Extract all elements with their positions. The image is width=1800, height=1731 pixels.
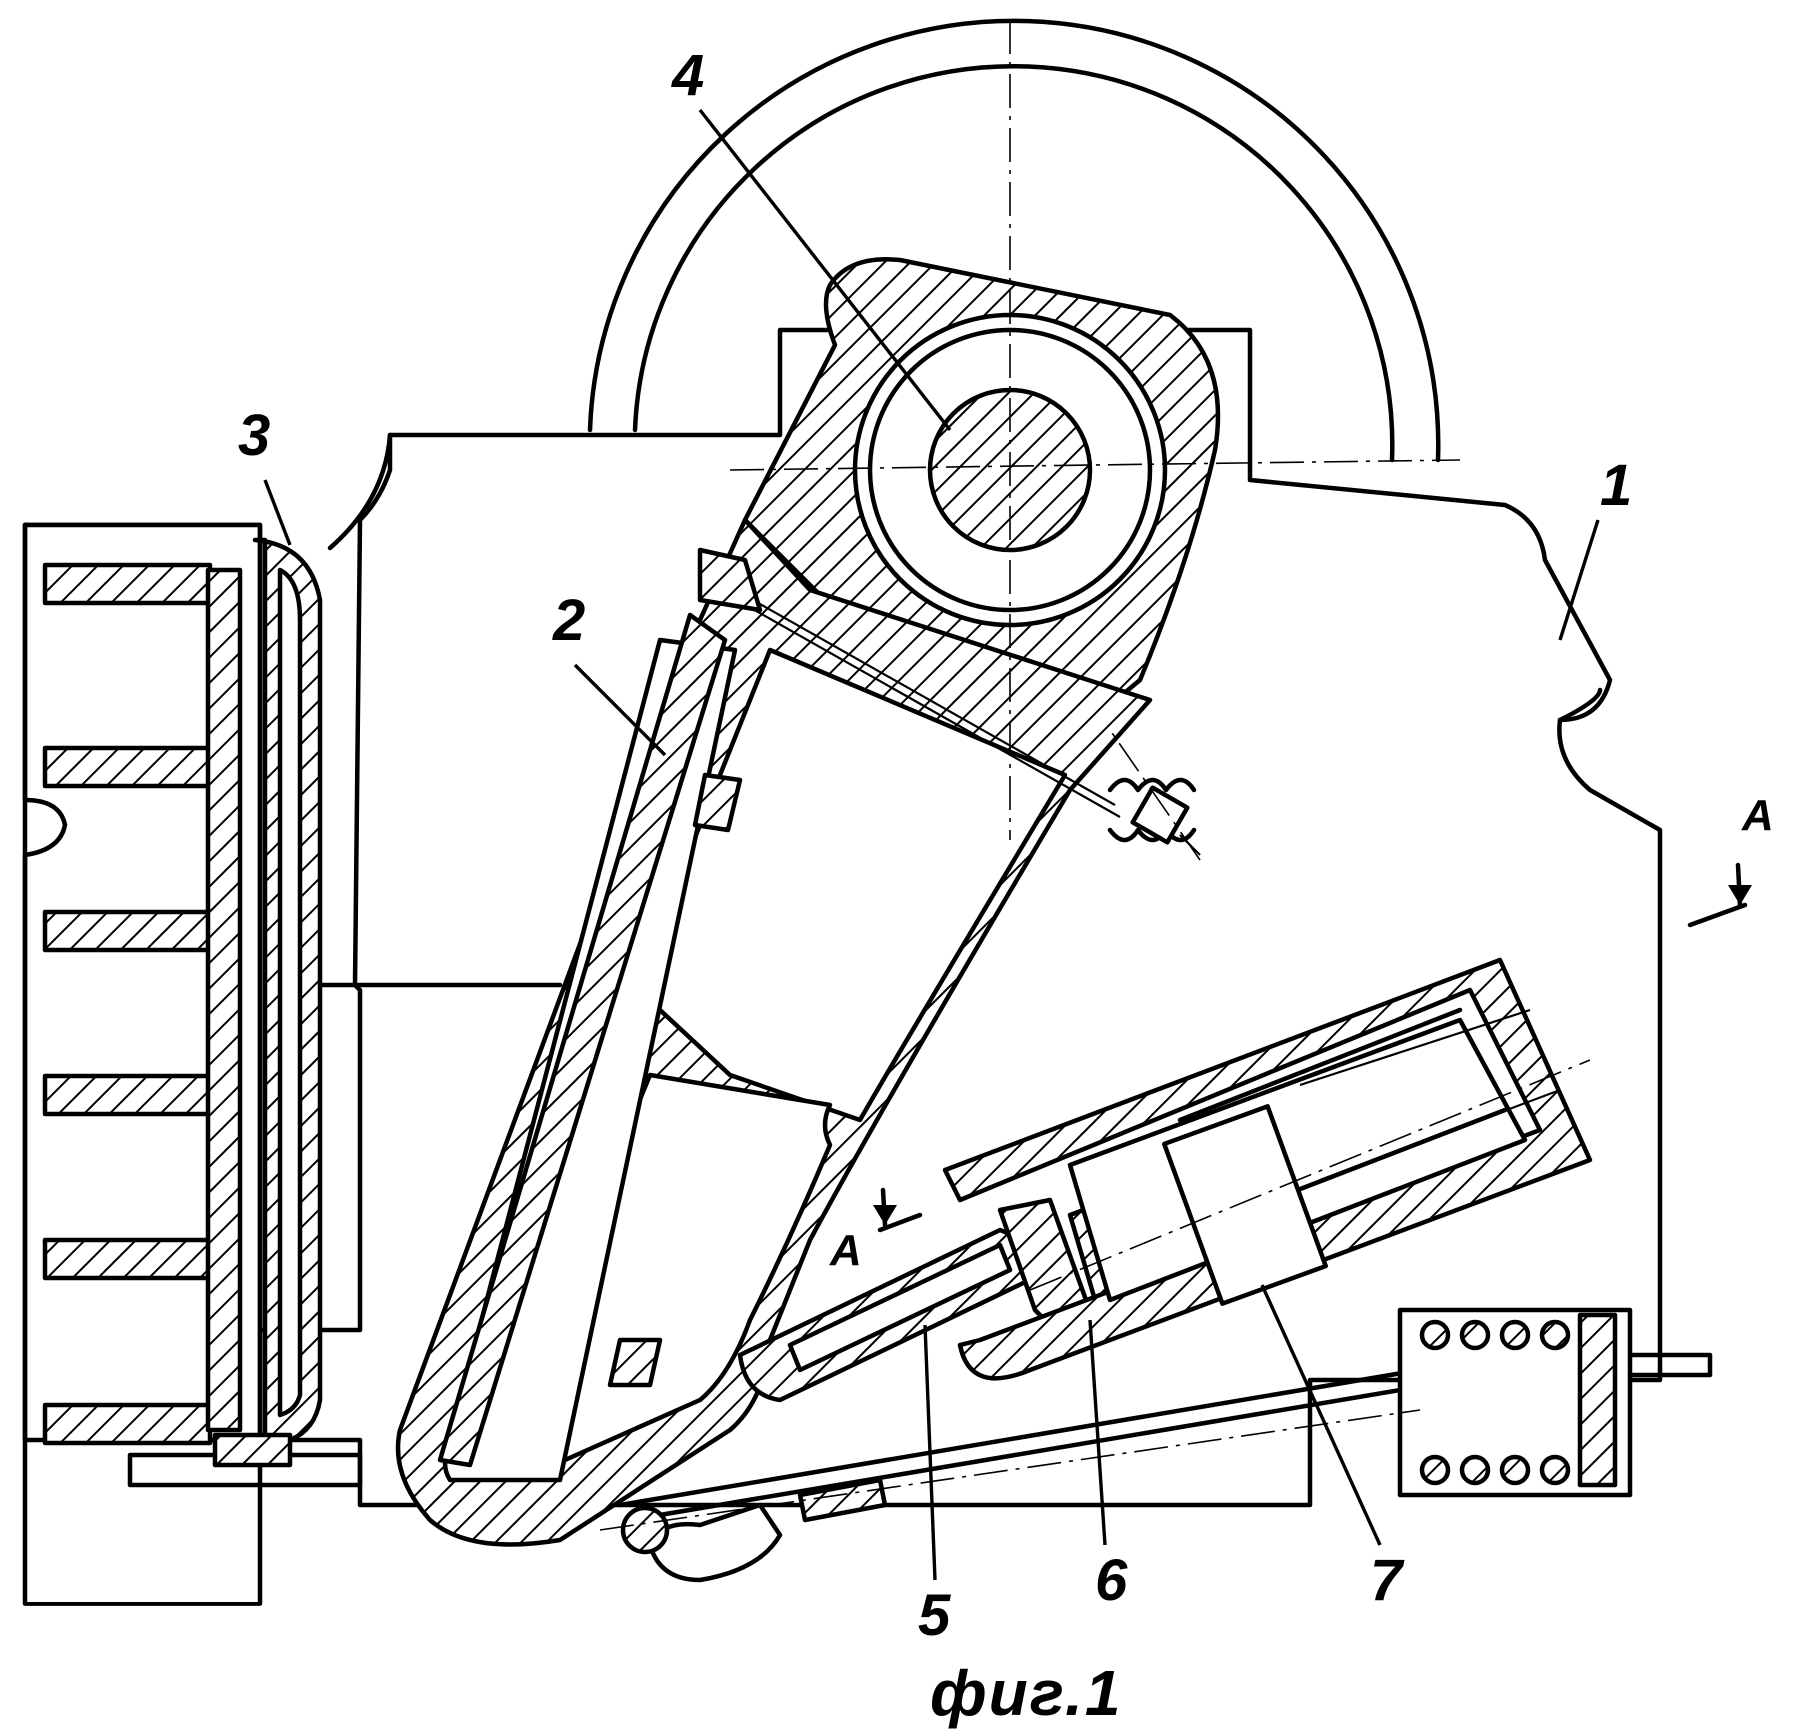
section-label-bottom: А	[829, 1226, 862, 1275]
section-arrow-top: А	[1690, 791, 1774, 925]
callout-5: 5	[918, 1583, 951, 1648]
callout-6: 6	[1095, 1548, 1128, 1613]
callout-4: 4	[671, 43, 704, 108]
callout-2: 2	[552, 588, 585, 653]
figure-caption: фиг.1	[930, 1657, 1122, 1729]
callout-7: 7	[1370, 1548, 1405, 1613]
callout-3: 3	[238, 403, 270, 468]
callout-1: 1	[1600, 453, 1632, 518]
section-label-top: А	[1741, 791, 1774, 840]
